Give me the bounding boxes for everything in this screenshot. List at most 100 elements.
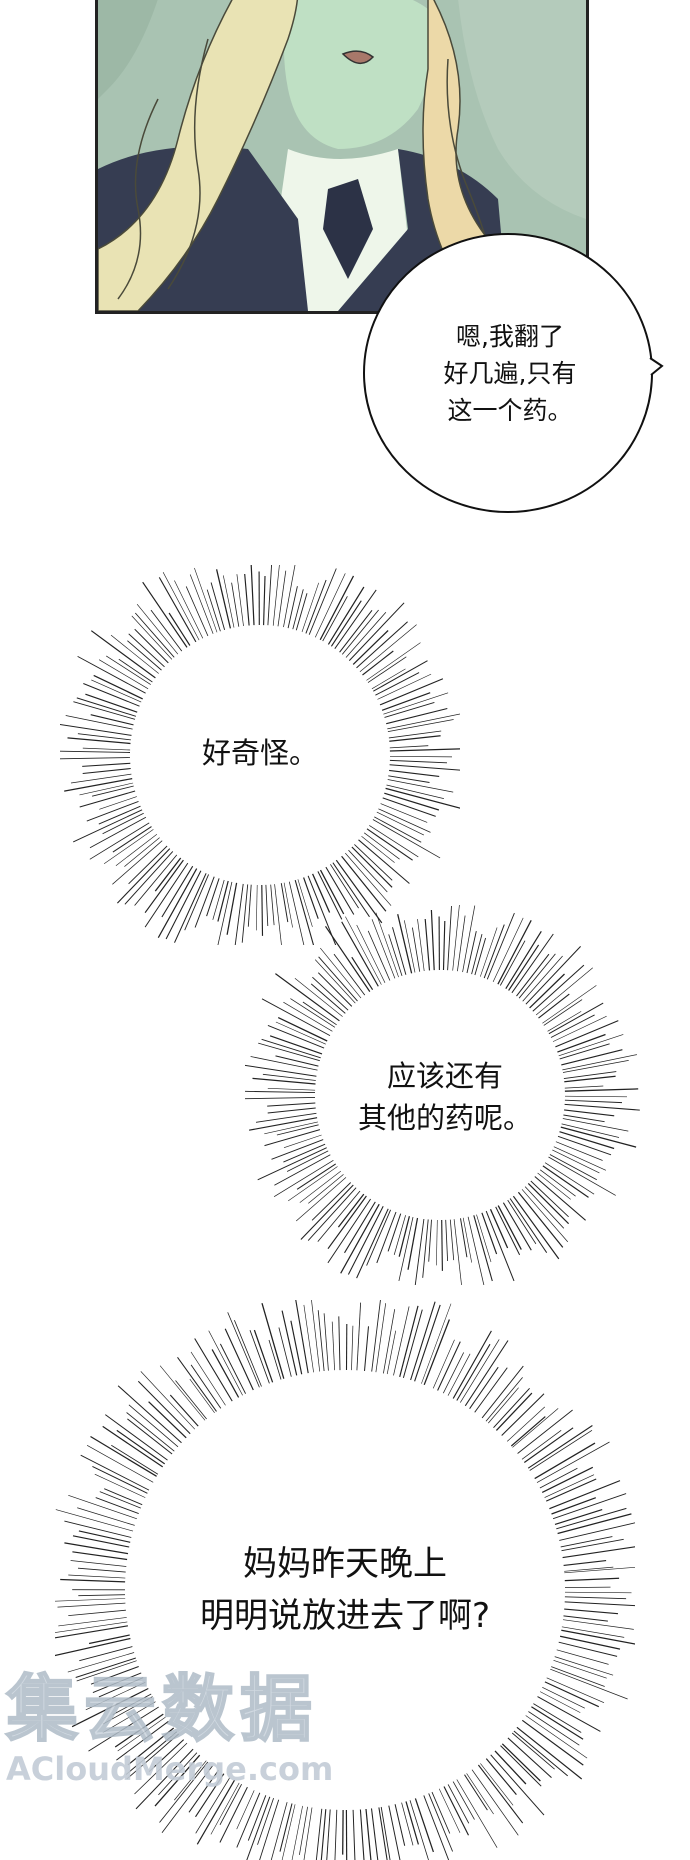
burst-ray (457, 1344, 490, 1400)
burst-ray (425, 919, 429, 970)
burst-ray (457, 1780, 497, 1848)
burst-ray (442, 1220, 443, 1271)
burst-ray (553, 1494, 626, 1519)
burst-ray (373, 661, 427, 692)
burst-ray (103, 813, 144, 834)
burst-ray (558, 1514, 632, 1534)
burst-ray (542, 985, 596, 1023)
burst-ray (360, 1810, 365, 1860)
burst-ray (486, 1377, 523, 1421)
burst-ray (287, 1151, 328, 1172)
burst-ray (251, 565, 254, 625)
speech-bubble: 嗯,我翻了 好几遍,只有 这一个药。 (360, 230, 660, 518)
burst-ray (549, 1003, 603, 1034)
burst-ray (99, 797, 137, 810)
burst-ray (559, 1034, 624, 1055)
burst-ray (372, 919, 395, 978)
burst-ray (299, 1807, 307, 1855)
burst-ray (362, 836, 395, 862)
burst-ray (352, 1326, 353, 1370)
burst-ray (552, 1150, 599, 1173)
burst-ray (433, 1340, 454, 1389)
burst-ray (376, 913, 399, 977)
burst-ray (528, 1712, 579, 1746)
burst-ray (513, 1408, 559, 1447)
burst-ray (254, 1330, 272, 1382)
burst-ray (281, 1804, 296, 1860)
burst-ray (465, 1775, 488, 1810)
burst-ray (399, 1216, 409, 1257)
burst-ray (514, 1731, 568, 1776)
burst-ray (292, 1806, 303, 1860)
burst-ray (334, 954, 365, 995)
burst-ray (450, 1220, 453, 1261)
burst-ray (338, 1194, 363, 1227)
burst-ray (304, 1305, 314, 1372)
burst-ray (209, 1331, 243, 1396)
burst-ray (91, 631, 155, 678)
burst-ray (543, 1166, 589, 1198)
thought-text: 妈妈昨天晚上 明明说放进去了啊? (55, 1538, 635, 1642)
thought-text: 应该还有 其他的药呢。 (245, 1055, 645, 1139)
burst-ray (554, 1660, 607, 1678)
burst-ray (494, 1388, 530, 1427)
burst-ray (385, 702, 435, 717)
burst-ray (194, 568, 217, 632)
speech-line: 好几遍,只有 (360, 355, 660, 392)
burst-ray (472, 1770, 518, 1836)
burst-ray (288, 586, 297, 628)
burst-ray (295, 1300, 308, 1373)
burst-ray (262, 1303, 284, 1379)
burst-ray (379, 1807, 392, 1860)
burst-ray (342, 610, 378, 654)
burst-ray (531, 1707, 583, 1739)
burst-ray (169, 613, 190, 646)
thought-burst-1: 好奇怪。 (60, 565, 460, 945)
burst-ray (113, 827, 152, 853)
burst-ray (325, 1810, 330, 1860)
burst-ray (334, 1810, 337, 1860)
burst-ray (316, 1809, 322, 1860)
burst-ray (423, 1219, 429, 1277)
burst-ray (463, 906, 475, 973)
burst-ray (389, 1806, 401, 1860)
burst-ray (448, 906, 452, 970)
burst-ray (301, 1185, 353, 1240)
burst-ray (155, 858, 180, 891)
burst-ray (548, 1011, 582, 1031)
burst-ray (484, 925, 504, 979)
thought-line: 应该还有 (245, 1055, 645, 1097)
burst-ray (424, 1320, 449, 1385)
burst-ray (367, 643, 421, 681)
burst-ray (319, 1809, 326, 1860)
burst-ray (296, 593, 307, 630)
burst-ray (364, 833, 399, 859)
burst-ray (411, 1302, 436, 1380)
burst-ray (81, 1455, 149, 1490)
burst-ray (429, 1793, 453, 1851)
burst-ray (551, 1015, 595, 1038)
burst-ray (467, 931, 476, 973)
burst-ray (522, 1720, 583, 1765)
burst-ray (461, 1218, 467, 1257)
burst-ray (195, 1339, 233, 1402)
burst-ray (303, 1002, 337, 1025)
burst-ray (331, 601, 361, 647)
burst-ray (353, 1810, 356, 1860)
burst-ray (480, 928, 497, 977)
burst-ray (218, 881, 228, 922)
burst-ray (487, 913, 514, 979)
burst-ray (357, 1303, 361, 1371)
burst-ray (227, 883, 237, 935)
burst-ray (324, 1313, 328, 1370)
burst-ray (377, 812, 424, 835)
burst-ray (104, 829, 153, 863)
burst-ray (524, 1428, 573, 1463)
burst-ray (486, 1211, 514, 1281)
thought-line: 明明说放进去了啊? (55, 1590, 635, 1642)
burst-ray (295, 978, 343, 1016)
burst-ray (332, 1322, 334, 1371)
burst-ray (559, 1642, 617, 1656)
thought-line: 其他的药呢。 (245, 1097, 645, 1139)
burst-ray (291, 1321, 302, 1375)
